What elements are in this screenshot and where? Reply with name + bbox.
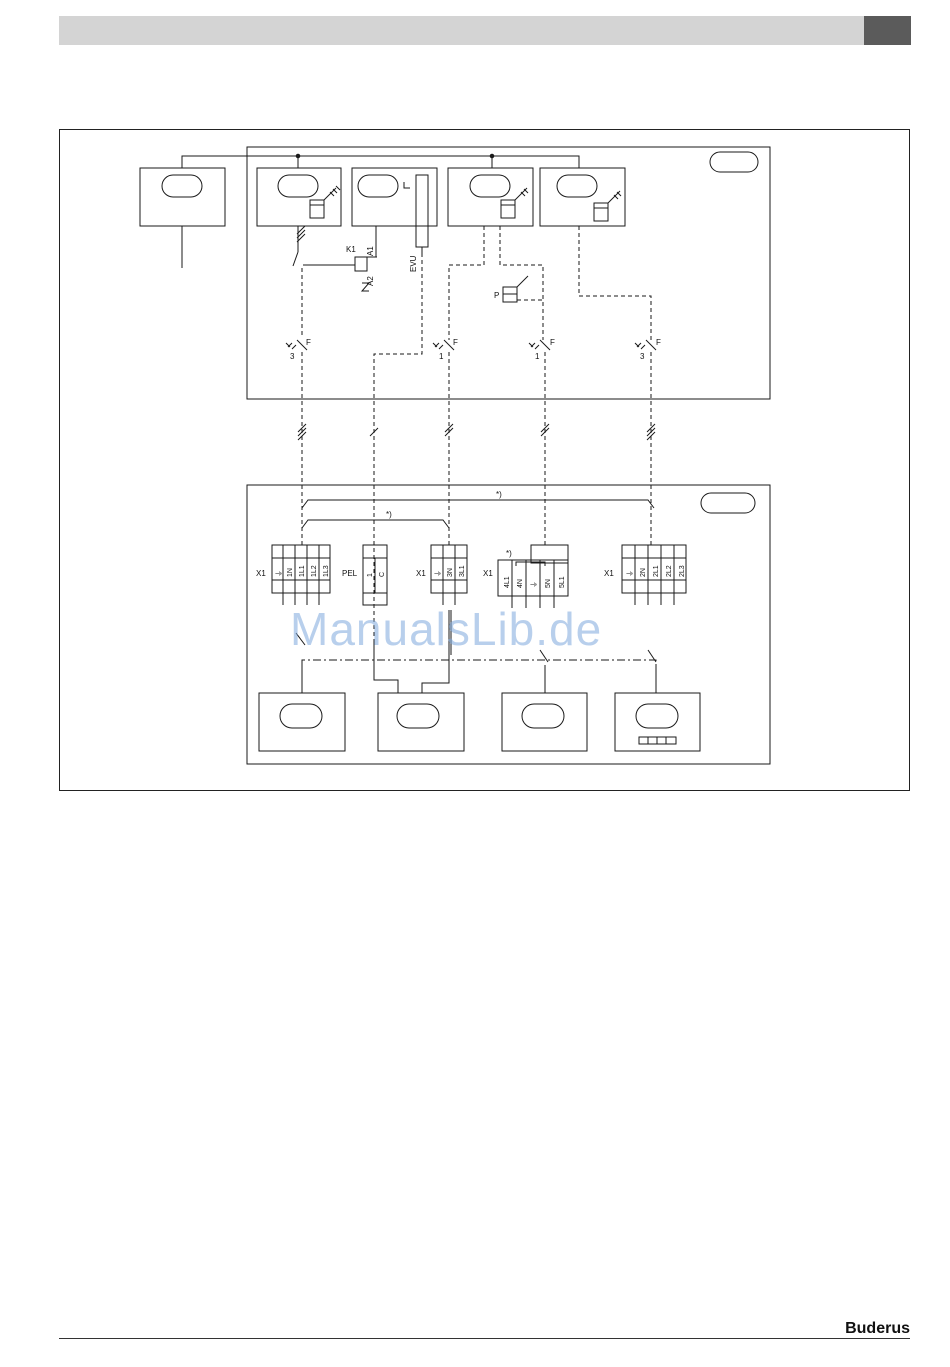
- label-a2: A2: [366, 276, 375, 286]
- terminal-label: 5L1: [559, 576, 566, 588]
- terminal-label: 3N: [447, 568, 454, 577]
- terminal-label: 2L3: [679, 565, 686, 577]
- label-f-count-1: 3: [290, 352, 295, 361]
- terminal-label: 1L1: [299, 565, 306, 577]
- label-star-1: *): [496, 490, 502, 499]
- label-k1: K1: [346, 245, 356, 254]
- upper-enclosure-tag: [710, 152, 758, 172]
- terminal-label: 1L2: [311, 565, 318, 577]
- terminal-label: ⏚: [275, 570, 283, 577]
- label-x1-1: X1: [256, 569, 266, 578]
- label-f-count-3: 1: [535, 352, 540, 361]
- terminal-label: ⏚: [626, 570, 634, 577]
- terminal-label: C: [379, 572, 386, 577]
- label-x1-4: X1: [604, 569, 614, 578]
- load-box-2: [378, 693, 464, 751]
- label-p: P: [494, 291, 499, 300]
- terminal-label: ⏚: [434, 570, 442, 577]
- label-star-3: *): [506, 549, 512, 558]
- load-box-3: [502, 693, 587, 751]
- label-evu: EVU: [409, 255, 418, 272]
- label-a1: A1: [366, 246, 375, 256]
- label-f-3: F: [550, 338, 555, 347]
- upper-enclosure: [247, 147, 770, 399]
- terminal-label: 2L2: [666, 565, 673, 577]
- terminal-label: 2N: [640, 568, 647, 577]
- watermark: ManualsLib.de: [290, 602, 602, 656]
- terminal-label: 5N: [545, 579, 552, 588]
- footer-divider: [59, 1338, 910, 1339]
- label-f-4: F: [656, 338, 661, 347]
- terminal-label: 2L1: [653, 565, 660, 577]
- terminal-label: 1: [367, 573, 374, 577]
- terminal-label: 3L1: [459, 565, 466, 577]
- label-f-1: F: [306, 338, 311, 347]
- terminal-label: 4N: [517, 579, 524, 588]
- label-f-2: F: [453, 338, 458, 347]
- label-f-count-2: 1: [439, 352, 444, 361]
- label-pel: PEL: [342, 569, 358, 578]
- terminal-label: ⏚: [530, 581, 538, 588]
- label-star-2: *): [386, 510, 392, 519]
- terminal-label: 1L3: [323, 565, 330, 577]
- lower-enclosure-tag: [701, 493, 755, 513]
- terminal-label: 1N: [287, 568, 294, 577]
- label-f-count-4: 3: [640, 352, 645, 361]
- load-box-1: [259, 693, 345, 751]
- label-x1-3: X1: [483, 569, 493, 578]
- terminal-label: 4L1: [504, 576, 511, 588]
- label-x1-2: X1: [416, 569, 426, 578]
- brand-logo: Buderus: [845, 1320, 910, 1338]
- evu-box: [352, 168, 437, 226]
